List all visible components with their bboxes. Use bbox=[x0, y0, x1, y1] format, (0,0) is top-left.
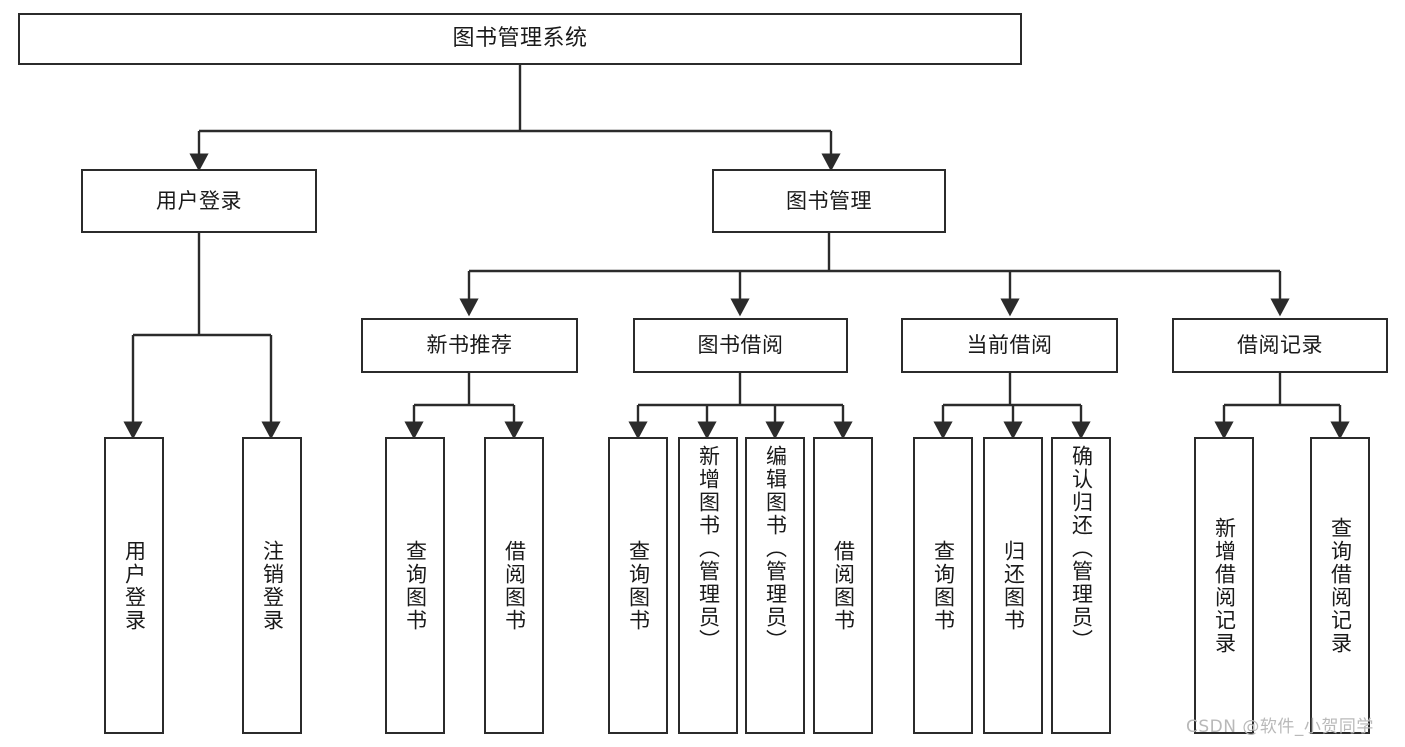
node-label: 新增图书（管理员） bbox=[696, 445, 721, 652]
node-label: 借阅图书 bbox=[502, 539, 527, 632]
leaf-logout[interactable]: 注销登录 bbox=[242, 437, 302, 734]
leaf-query-book-borrow[interactable]: 查询图书 bbox=[608, 437, 668, 734]
node-label: 注销登录 bbox=[260, 539, 285, 632]
node-label: 确认归还（管理员） bbox=[1069, 445, 1094, 652]
leaf-add-borrow-record[interactable]: 新增借阅记录 bbox=[1194, 437, 1254, 734]
leaf-query-book-recommendation[interactable]: 查询图书 bbox=[385, 437, 445, 734]
leaf-borrow-book-recommendation[interactable]: 借阅图书 bbox=[484, 437, 544, 734]
node-label: 归还图书 bbox=[1001, 539, 1026, 632]
node-book-borrow[interactable]: 图书借阅 bbox=[633, 318, 848, 373]
node-label: 借阅图书 bbox=[831, 539, 856, 632]
node-label: 图书借阅 bbox=[697, 333, 784, 358]
node-new-book-recommendation[interactable]: 新书推荐 bbox=[361, 318, 578, 373]
leaf-add-book-admin[interactable]: 新增图书（管理员） bbox=[678, 437, 738, 734]
node-label: 新增借阅记录 bbox=[1212, 516, 1237, 655]
node-user-login[interactable]: 用户登录 bbox=[81, 169, 317, 233]
node-label: 用户登录 bbox=[122, 539, 147, 632]
leaf-confirm-return-admin[interactable]: 确认归还（管理员） bbox=[1051, 437, 1111, 734]
node-label: 查询借阅记录 bbox=[1328, 516, 1353, 655]
csdn-watermark: CSDN @软件_小贺同学 bbox=[1186, 717, 1374, 737]
node-book-management[interactable]: 图书管理 bbox=[712, 169, 946, 233]
node-label: 查询图书 bbox=[931, 539, 956, 632]
leaf-user-login[interactable]: 用户登录 bbox=[104, 437, 164, 734]
node-label: 查询图书 bbox=[403, 539, 428, 632]
leaf-borrow-book[interactable]: 借阅图书 bbox=[813, 437, 873, 734]
leaf-return-book[interactable]: 归还图书 bbox=[983, 437, 1043, 734]
leaf-edit-book-admin[interactable]: 编辑图书（管理员） bbox=[745, 437, 805, 734]
leaf-query-borrow-record[interactable]: 查询借阅记录 bbox=[1310, 437, 1370, 734]
leaf-query-book-current[interactable]: 查询图书 bbox=[913, 437, 973, 734]
node-borrow-record[interactable]: 借阅记录 bbox=[1172, 318, 1388, 373]
node-root-book-management-system[interactable]: 图书管理系统 bbox=[18, 13, 1022, 65]
node-label: 图书管理 bbox=[786, 188, 872, 213]
node-label: 借阅记录 bbox=[1237, 333, 1323, 358]
node-label: 新书推荐 bbox=[426, 333, 513, 358]
node-label: 编辑图书（管理员） bbox=[763, 445, 788, 652]
node-label: 当前借阅 bbox=[966, 333, 1053, 358]
node-label: 用户登录 bbox=[156, 188, 242, 213]
node-current-borrow[interactable]: 当前借阅 bbox=[901, 318, 1118, 373]
node-label: 图书管理系统 bbox=[452, 26, 588, 52]
node-label: 查询图书 bbox=[626, 539, 651, 632]
